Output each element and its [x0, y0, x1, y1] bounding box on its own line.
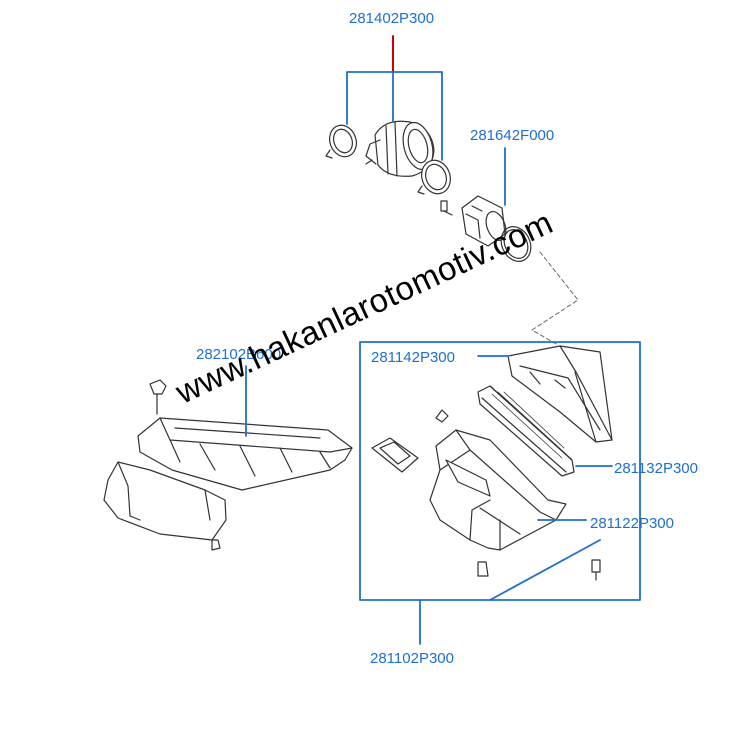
lower-case-drawing	[429, 409, 567, 577]
intake-hose-drawing	[325, 120, 451, 195]
upper-cover-drawing	[507, 345, 613, 443]
rubber-mount-drawing	[371, 437, 419, 473]
assembly-bracket	[359, 341, 641, 601]
air-duct-drawing	[103, 379, 353, 551]
label-281122P300[interactable]: 281122P300	[590, 515, 674, 532]
air-flow-sensor-drawing	[461, 195, 532, 262]
label-282102B600[interactable]: 282102B600	[196, 346, 282, 363]
bolt-right-drawing	[591, 559, 601, 581]
filter-element-drawing	[477, 385, 575, 477]
assembly-bracket-diagonal	[489, 539, 601, 601]
label-281642F000[interactable]: 281642F000	[470, 127, 555, 144]
dashed-guide-line	[531, 251, 579, 346]
label-281102P300[interactable]: 281102P300	[370, 650, 454, 667]
label-281132P300[interactable]: 281132P300	[614, 460, 698, 477]
label-281142P300[interactable]: 281142P300	[371, 349, 455, 366]
bolt-drawing	[440, 200, 453, 216]
label-281402P300[interactable]: 281402P300	[349, 10, 435, 27]
leader-281402P300-bracket	[346, 71, 443, 161]
